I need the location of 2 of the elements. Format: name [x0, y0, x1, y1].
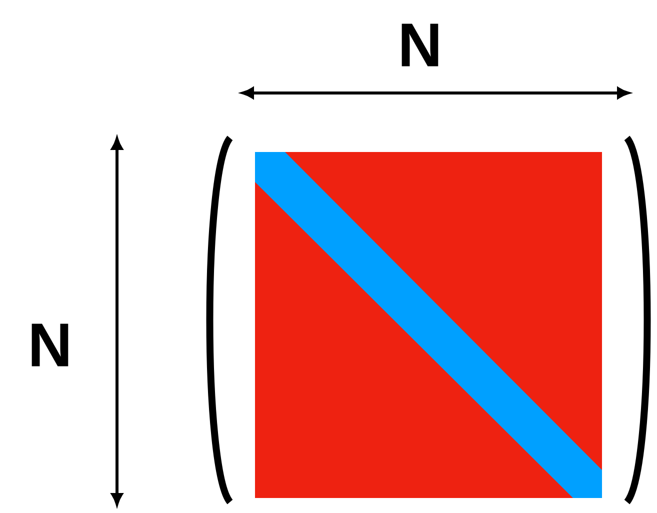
- dimension-label: N: [402, 24, 438, 66]
- dimension-label: N: [32, 324, 68, 366]
